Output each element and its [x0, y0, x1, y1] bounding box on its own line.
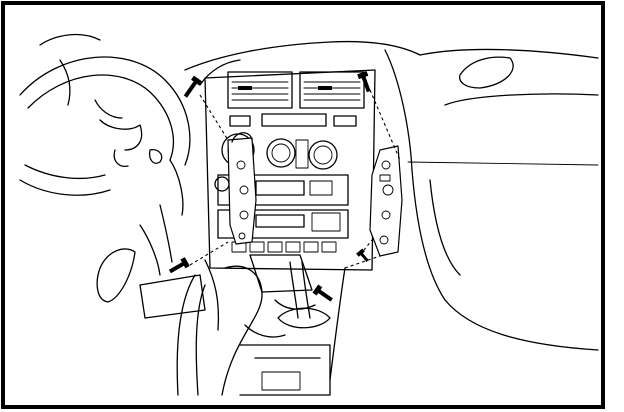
air-vents: [227, 71, 365, 109]
dashboard-outline: [184, 40, 599, 351]
steering-wheel: [19, 33, 191, 216]
control-knobs: [221, 133, 338, 170]
right-bracket: [369, 145, 403, 257]
bolt-icon: [168, 71, 371, 302]
center-console: [204, 69, 376, 271]
leader-lines: [189, 89, 401, 269]
left-bracket: [227, 132, 257, 245]
pedal-icon: [96, 204, 206, 319]
radio-unit: [214, 174, 349, 253]
gear-shift-icon: [277, 261, 331, 329]
